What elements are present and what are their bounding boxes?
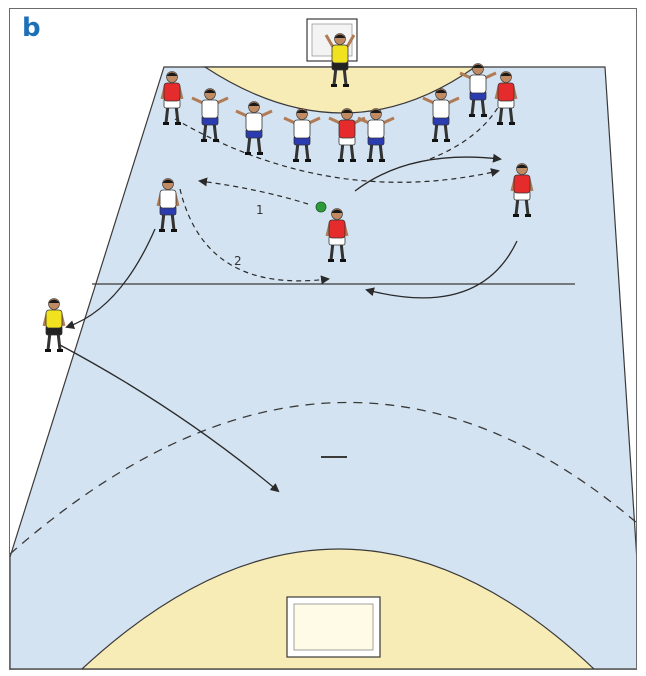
defender-player-icon [156, 178, 180, 232]
bottom-goal-icon [286, 596, 381, 658]
players-layer [42, 33, 534, 352]
goalkeeper-player-icon [324, 33, 356, 87]
pass-path-1 [198, 177, 309, 205]
defender-player-icon [357, 108, 395, 162]
defender-player-icon [422, 88, 460, 142]
court-surface [10, 66, 636, 669]
referee-path [59, 344, 280, 493]
cut-path [354, 153, 502, 192]
handball-court-diagram: 1 2 [10, 18, 636, 669]
attacker-player-icon [328, 108, 366, 162]
pass-path-2 [179, 188, 330, 285]
attacker-player-icon [494, 71, 518, 125]
pass-2-label: 2 [234, 254, 242, 268]
defender-player-icon [459, 63, 497, 117]
ball-carrier-icon [325, 208, 349, 262]
defense-return-path [429, 103, 501, 160]
defender-player-icon [283, 108, 321, 162]
panel-label: b [22, 13, 41, 43]
run-back-path [365, 240, 518, 299]
defender-player-icon [191, 88, 229, 142]
referee-icon [42, 298, 66, 352]
free-throw-line [10, 401, 636, 555]
pass-1-label: 1 [256, 203, 264, 217]
diagram-frame: 1 2 b [9, 8, 637, 670]
attacker-player-icon [510, 163, 534, 217]
attacker-player-icon [160, 71, 184, 125]
ball-icon [315, 201, 327, 213]
defender-player-icon [235, 101, 273, 155]
wing-run-path [65, 228, 156, 330]
